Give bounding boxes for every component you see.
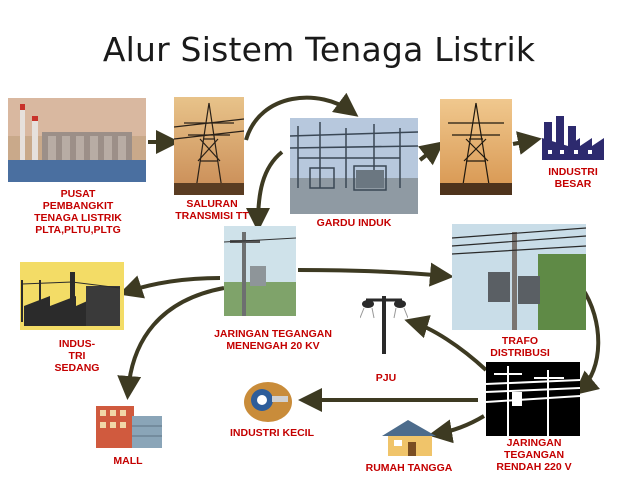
diagram-title: Alur Sistem Tenaga Listrik — [0, 30, 638, 69]
label-mall: MALL — [102, 455, 154, 467]
mall-icon — [92, 396, 164, 450]
arrow-medium-to-trafo — [298, 270, 446, 276]
street-light-icon — [360, 286, 408, 356]
house-icon — [378, 418, 440, 458]
arrow-medium-to-sedang — [126, 278, 220, 292]
factory-icon — [540, 112, 606, 162]
transmission-tower-photo-2 — [440, 99, 512, 195]
label-pju: PJU — [368, 372, 404, 384]
small-industry-icon — [238, 378, 298, 424]
transmission-tower-photo — [174, 97, 244, 195]
low-voltage-pole-icon — [486, 362, 580, 436]
distribution-transformer-photo — [452, 224, 586, 330]
label-industri-kecil: INDUSTRI KECIL — [220, 427, 324, 439]
label-gardu: GARDU INDUK — [298, 217, 410, 229]
arrow-substation-to-medium — [258, 152, 282, 224]
substation-photo — [290, 118, 418, 214]
medium-voltage-pole-photo — [224, 226, 296, 316]
power-plant-photo — [8, 98, 146, 182]
arrow-low-to-house — [436, 416, 484, 434]
arrow-substation-to-tower — [420, 146, 438, 160]
factory-building-icon — [20, 262, 124, 330]
label-rumah-tangga: RUMAH TANGGA — [362, 462, 456, 474]
arrow-tower-to-industry-big — [513, 140, 534, 144]
